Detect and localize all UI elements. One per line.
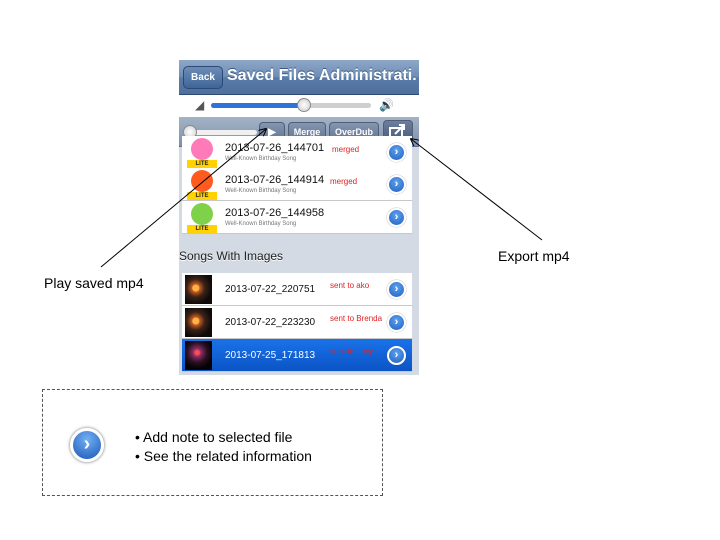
disclosure-button[interactable]: ›	[387, 208, 406, 227]
image-song-row[interactable]: 2013-07-22_220751 sent to ako ›	[182, 273, 412, 306]
volume-slider-knob[interactable]	[296, 98, 311, 112]
file-row[interactable]: LITE 2013-07-26_144701 merged Well-Known…	[182, 136, 412, 169]
legend-item-related-info: • See the related information	[135, 448, 312, 464]
playback-position-slider[interactable]	[183, 125, 257, 139]
section-header: Songs With Images	[179, 249, 284, 263]
export-callout-label: Export mp4	[498, 248, 570, 264]
file-subtitle: Well-Known Birthday Song	[225, 221, 297, 227]
chevron-right-icon: ›	[394, 178, 399, 190]
page-title: Saved Files Administrati...	[227, 67, 417, 84]
song-status: sent to Brenda	[330, 314, 383, 323]
lite-thumbnail: LITE	[187, 202, 217, 233]
lite-badge: LITE	[187, 160, 217, 168]
file-name: 2013-07-26_144914	[225, 174, 325, 186]
song-name: 2013-07-22_223230	[225, 317, 316, 328]
song-photo-thumbnail	[185, 341, 212, 370]
character-icon	[191, 170, 213, 192]
legend-item-add-note: • Add note to selected file	[135, 429, 293, 445]
file-row[interactable]: LITE 2013-07-26_144958 Well-Known Birthd…	[182, 201, 412, 234]
speaker-low-icon: ◢	[195, 98, 205, 112]
lite-thumbnail: LITE	[187, 169, 217, 200]
speaker-high-icon: 🔊	[379, 98, 394, 112]
play-icon: ▶	[268, 127, 276, 138]
file-subtitle: Well-Known Birthday Song	[225, 156, 297, 162]
disclosure-button[interactable]: ›	[387, 175, 406, 194]
character-icon	[191, 203, 213, 225]
song-photo-thumbnail	[185, 275, 212, 304]
chevron-right-icon: ›	[394, 283, 399, 295]
chevron-right-icon: ›	[394, 211, 399, 223]
character-icon	[191, 138, 213, 160]
song-name: 2013-07-22_220751	[225, 284, 316, 295]
lite-badge: LITE	[187, 192, 217, 200]
chevron-right-icon: ›	[394, 349, 399, 361]
chevron-right-icon: ›	[394, 146, 399, 158]
legend-box: › • Add note to selected file • See the …	[42, 389, 383, 496]
image-song-row[interactable]: 2013-07-22_223230 sent to Brenda ›	[182, 306, 412, 339]
app-screenshot: Back Saved Files Administrati... ◢ 🔊 ▶ M…	[179, 60, 419, 375]
back-button[interactable]: Back	[183, 66, 223, 89]
song-status: sent to Lucy	[330, 347, 374, 356]
disclosure-button[interactable]: ›	[387, 346, 406, 365]
volume-slider-fill	[211, 103, 304, 108]
song-photo-thumbnail	[185, 308, 212, 337]
disclosure-button-legend: ›	[70, 428, 104, 462]
song-name: 2013-07-25_171813	[225, 350, 316, 361]
volume-slider[interactable]	[211, 98, 371, 112]
chevron-right-icon: ›	[394, 316, 399, 328]
disclosure-button[interactable]: ›	[387, 143, 406, 162]
lite-thumbnail: LITE	[187, 137, 217, 168]
export-callout-arrow	[411, 139, 543, 241]
chevron-right-icon: ›	[83, 433, 91, 455]
disclosure-button[interactable]: ›	[387, 313, 406, 332]
file-name: 2013-07-26_144958	[225, 207, 325, 219]
image-song-row-selected[interactable]: 2013-07-25_171813 sent to Lucy ›	[182, 339, 412, 372]
file-subtitle: Well-Known Birthday Song	[225, 188, 297, 194]
navigation-bar: Back Saved Files Administrati...	[179, 60, 419, 95]
file-name: 2013-07-26_144701	[225, 142, 325, 154]
file-row[interactable]: LITE 2013-07-26_144914 merged Well-Known…	[182, 168, 412, 201]
file-status: merged	[330, 177, 358, 186]
play-callout-label: Play saved mp4	[44, 275, 144, 291]
disclosure-button[interactable]: ›	[387, 280, 406, 299]
file-status: merged	[332, 145, 360, 154]
song-status: sent to ako	[330, 281, 370, 290]
volume-control: ◢ 🔊	[179, 95, 419, 117]
lite-badge: LITE	[187, 225, 217, 233]
